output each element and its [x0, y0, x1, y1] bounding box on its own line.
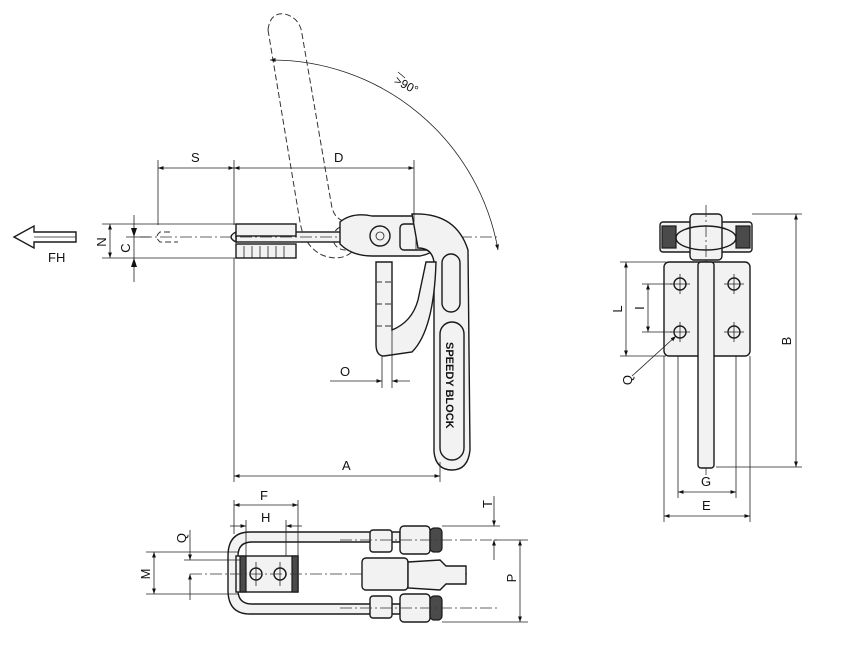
guide-base [235, 243, 297, 259]
top-link-lower [369, 595, 393, 619]
label-fh: FH [48, 250, 65, 265]
front-handle [697, 261, 715, 469]
label-o: O [340, 364, 350, 379]
angle-arc [269, 58, 499, 251]
side-view: >90° SPEEDY BLOCK [12, 13, 500, 482]
label-c: C [118, 243, 133, 252]
guide-base-ribs [243, 246, 285, 258]
base-bracket [375, 261, 437, 357]
base-bracket-holes [376, 281, 392, 327]
plunger-extended-outline [156, 231, 178, 243]
label-q-bottom: Q [174, 533, 189, 543]
label-n: N [94, 237, 109, 246]
label-l: L [610, 305, 625, 312]
front-view: L I Q B G E [610, 205, 802, 522]
handle-logo-text: SPEEDY BLOCK [443, 342, 455, 429]
label-m: M [138, 569, 153, 580]
handle-grip-panel [439, 321, 465, 461]
angle-label: >90° [392, 73, 421, 97]
label-s: S [191, 150, 200, 165]
label-b: B [779, 337, 794, 346]
label-d: D [334, 150, 343, 165]
label-i: I [632, 306, 647, 310]
label-f: F [260, 488, 268, 503]
top-plunger-head [407, 559, 467, 591]
label-p: P [504, 574, 519, 583]
top-link-upper [369, 529, 393, 553]
label-t: T [480, 500, 495, 508]
label-a: A [342, 458, 351, 473]
top-center-block [361, 557, 409, 591]
front-mount-holes [670, 274, 744, 342]
label-e: E [702, 498, 711, 513]
link-pivot [369, 225, 391, 247]
label-h: H [261, 510, 270, 525]
top-view: F H Q M T P [138, 488, 528, 623]
handle-slot-upper [441, 253, 461, 313]
label-q-side: Q [620, 375, 635, 385]
guide-block [235, 223, 297, 237]
q-leader [631, 335, 677, 377]
label-g: G [701, 474, 711, 489]
plunger-tip [230, 230, 237, 244]
handle-body [411, 213, 471, 471]
